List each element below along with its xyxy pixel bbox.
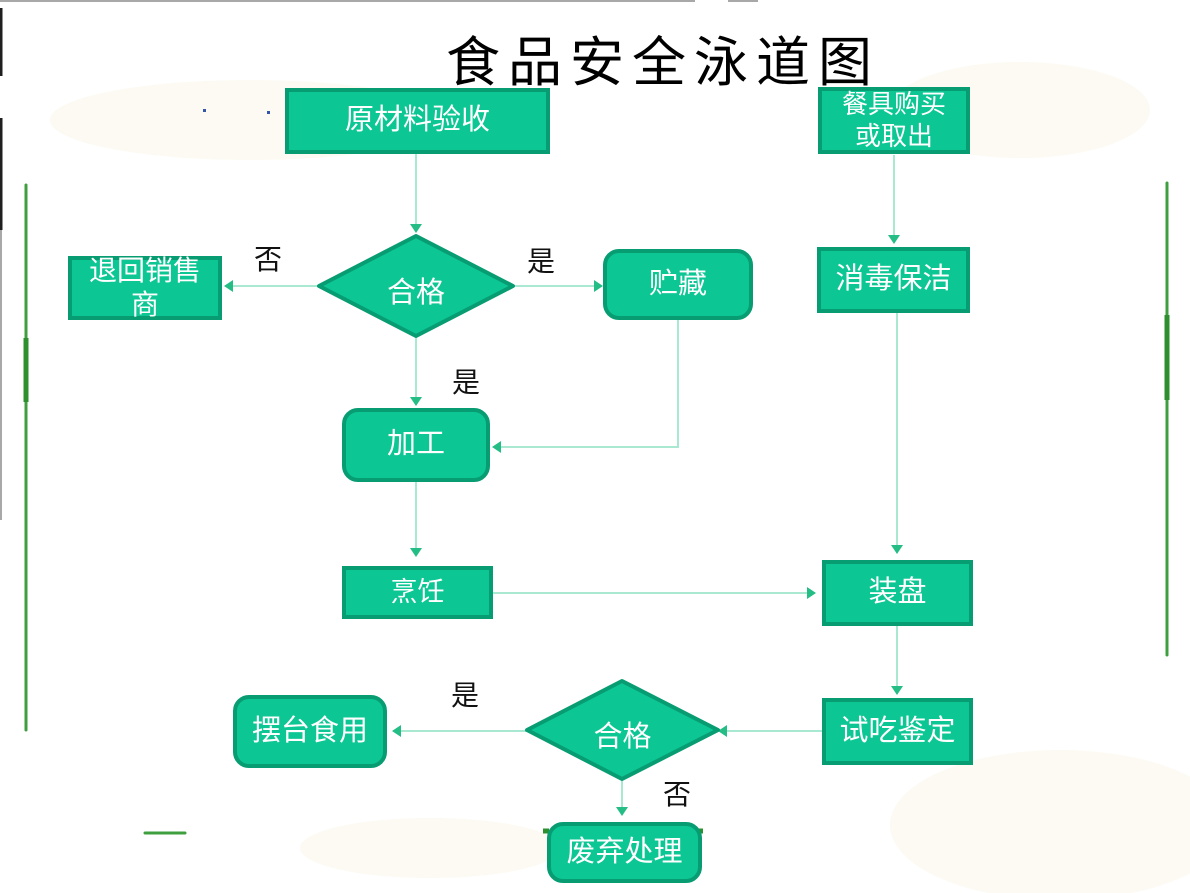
edge-label-d1-yes-right: 是 bbox=[527, 247, 556, 278]
edge-decision1-to-return bbox=[224, 280, 320, 292]
edge-decision1-to-storage bbox=[512, 280, 603, 292]
edge-plate-to-taste bbox=[891, 626, 903, 695]
edge-label-d2-yes: 是 bbox=[451, 681, 480, 712]
edge-raw-to-decision1 bbox=[410, 154, 422, 233]
node-raw-material-acceptance: 原材料验收 bbox=[285, 88, 550, 154]
edge-label-d2-no: 否 bbox=[663, 780, 692, 811]
swimlane-borders bbox=[23, 181, 1170, 835]
node-taste-test: 试吃鉴定 bbox=[822, 698, 973, 765]
edge-process-to-cook bbox=[410, 482, 422, 557]
decision2-label: 合格 bbox=[593, 721, 652, 753]
edge-decision2-to-serve bbox=[392, 725, 528, 737]
edge-decision1-to-process bbox=[410, 337, 422, 406]
edge-taste-to-decision2 bbox=[718, 725, 822, 737]
edge-cook-to-plate bbox=[493, 587, 816, 599]
node-table-serving: 摆台食用 bbox=[233, 695, 387, 768]
edge-storage-to-process bbox=[492, 320, 679, 453]
decision-diamond-1 bbox=[317, 234, 515, 338]
node-tableware-purchase: 餐具购买 或取出 bbox=[818, 87, 970, 154]
node-return-to-seller: 退回销售 商 bbox=[68, 255, 222, 320]
decision1-label: 合格 bbox=[386, 277, 445, 309]
page-title: 食品安全泳道图 bbox=[446, 33, 880, 93]
node-plating: 装盘 bbox=[822, 560, 973, 626]
edge-decision2-to-dispose bbox=[616, 779, 628, 816]
edge-label-d1-yes-down: 是 bbox=[452, 368, 481, 399]
node-storage: 贮藏 bbox=[603, 249, 753, 320]
edge-tableware-to-disinfect bbox=[888, 155, 900, 244]
decision-diamond-2 bbox=[525, 679, 720, 781]
edge-disinfect-to-plate bbox=[891, 313, 903, 554]
node-disposal: 废弃处理 bbox=[547, 822, 702, 883]
node-cooking: 烹饪 bbox=[342, 566, 493, 619]
edge-label-d1-no: 否 bbox=[254, 245, 283, 276]
node-disinfect-clean: 消毒保洁 bbox=[817, 247, 970, 313]
node-processing: 加工 bbox=[342, 408, 490, 482]
